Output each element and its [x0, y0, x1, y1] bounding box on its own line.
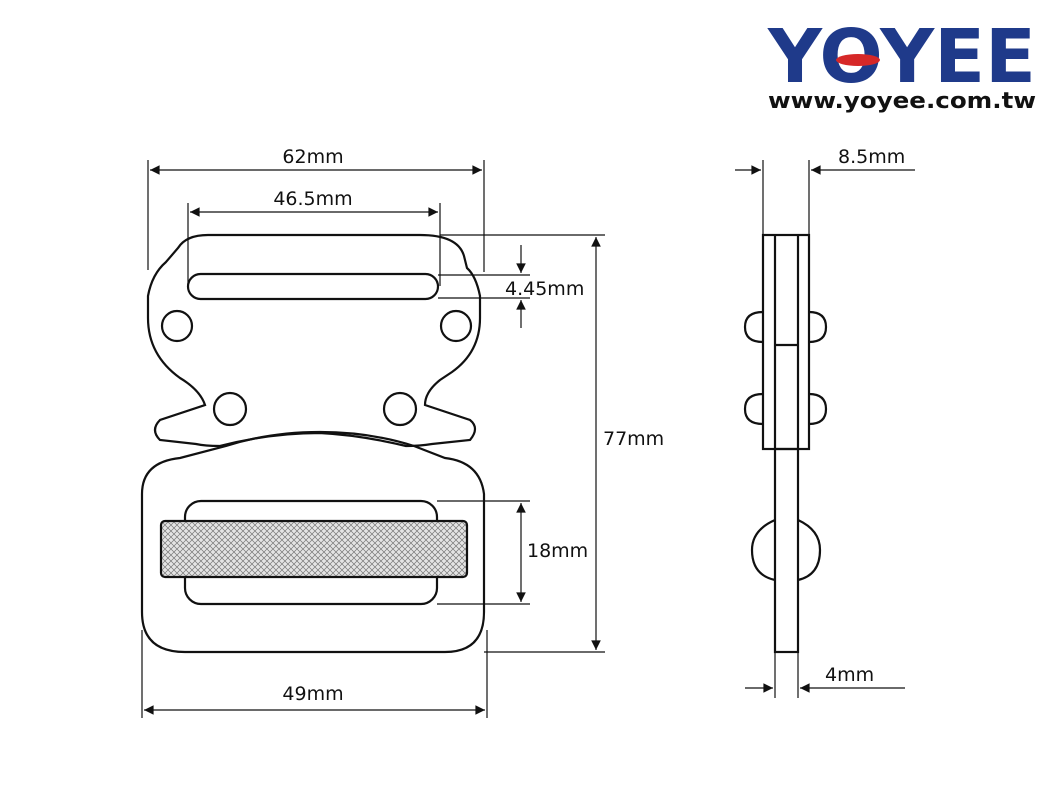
webbing-strap	[159, 519, 469, 579]
logo-url-text: www.yoyee.com.tw	[768, 89, 1036, 114]
buckle-front-view	[140, 233, 486, 654]
dim-thickness: 8.5mm	[838, 146, 905, 168]
side-rivet-bump	[808, 392, 828, 426]
side-rivet-bump	[743, 310, 764, 344]
dim-base-width: 49mm	[282, 683, 343, 705]
buckle-lower-outline	[140, 430, 486, 654]
dim-slot-width: 46.5mm	[273, 188, 352, 210]
side-rivet-bump	[808, 310, 828, 344]
side-rivet-bump	[743, 392, 764, 426]
rivet-hole	[160, 309, 194, 343]
buckle-side-view	[743, 233, 828, 654]
dim-overall-height: 77mm	[603, 428, 664, 450]
side-lower-plate	[773, 447, 800, 654]
side-dimension-lines	[735, 160, 915, 698]
dim-slot-height: 4.45mm	[505, 278, 584, 300]
dim-webbing-height: 18mm	[527, 540, 588, 562]
rivet-hole	[439, 309, 473, 343]
logo-red-swoosh-icon	[836, 54, 880, 66]
logo-brand-text: YOYEE	[767, 14, 1036, 100]
dim-overall-width: 62mm	[282, 146, 343, 168]
rivet-hole	[382, 391, 418, 427]
yoyee-logo: YOYEE www.yoyee.com.tw	[767, 14, 1036, 114]
buckle-upper-outline	[146, 233, 482, 448]
side-upper-body	[761, 233, 811, 451]
side-webbing-bump	[750, 518, 776, 582]
side-webbing-bump	[797, 518, 822, 582]
top-slot	[186, 272, 440, 301]
dimension-lines	[141, 160, 605, 718]
rivet-hole	[212, 391, 248, 427]
dim-plate-thickness: 4mm	[825, 664, 874, 686]
